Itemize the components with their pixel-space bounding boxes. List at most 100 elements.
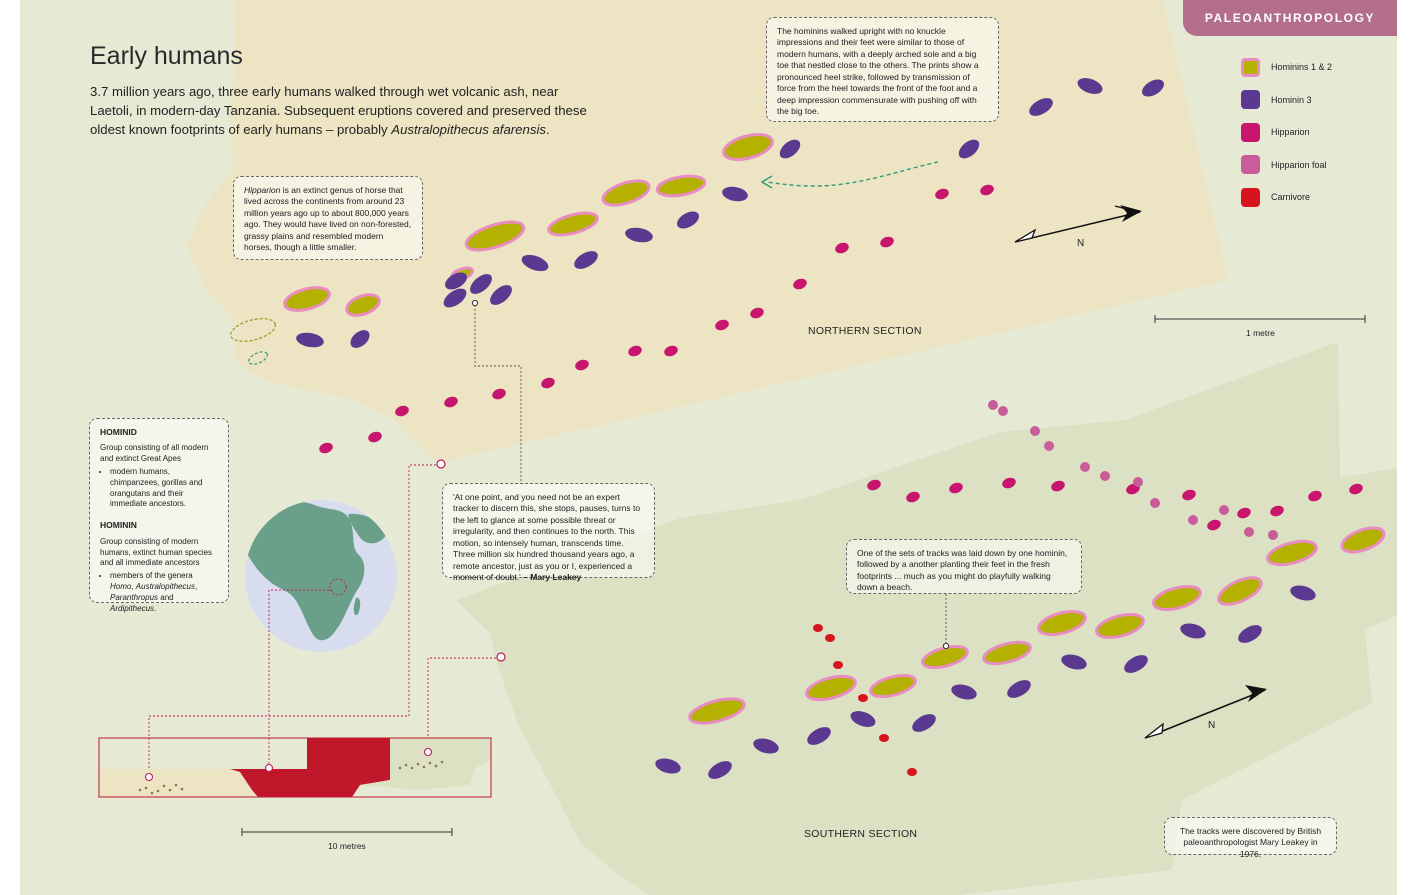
hominin3-print	[1180, 623, 1206, 639]
scale-bar-1m	[1154, 315, 1366, 323]
hipparion-print	[867, 479, 881, 491]
carnivore-print	[907, 768, 917, 776]
intro-text: 3.7 million years ago, three early human…	[90, 84, 587, 137]
hipparion-print	[1308, 490, 1322, 502]
hominin3-print	[470, 274, 492, 294]
definitions-box: HOMINID Group consisting of all modern a…	[89, 418, 229, 613]
hipparion-print	[1349, 483, 1363, 495]
quote-text: 'At one point, and you need not be an ex…	[453, 492, 641, 583]
hominin12-print	[464, 220, 526, 252]
hominin3-print	[445, 272, 467, 290]
legend-swatch	[1241, 122, 1260, 142]
hominin12-print	[1095, 613, 1145, 639]
hominin12-print	[921, 644, 969, 670]
hominin3-print	[655, 758, 681, 774]
hominin12-print	[1152, 585, 1202, 611]
hominin3-print	[350, 330, 370, 348]
hominin-bullet: members of the genera Homo, Australopith…	[110, 571, 218, 614]
scale-label-1m: 1 metre	[1246, 328, 1275, 338]
hipparion-print	[1237, 507, 1251, 519]
excavated-area	[230, 738, 390, 797]
callout-quote: 'At one point, and you need not be an ex…	[442, 483, 655, 582]
hominin12-print	[547, 211, 599, 237]
foal-print	[1030, 426, 1040, 436]
hipparion-print	[628, 345, 642, 357]
hominin3-print	[958, 139, 980, 159]
scale-bar-10m	[241, 828, 453, 836]
legend-swatch	[1241, 155, 1260, 174]
laetoli-location-marker	[329, 578, 347, 596]
hominin3-print	[1029, 98, 1053, 116]
faded-print-outline	[229, 318, 277, 342]
southern-section-slab	[456, 342, 1397, 895]
faded-print-outline	[248, 351, 268, 365]
foal-print	[1044, 441, 1054, 451]
hominin3-print	[1142, 79, 1164, 97]
hominin3-print	[677, 211, 699, 229]
legend-swatch	[1241, 187, 1260, 207]
madagascar-landmass	[353, 597, 361, 616]
hominin3-print	[912, 714, 936, 732]
hominin12-print	[601, 179, 651, 207]
hipparion-print	[1270, 505, 1284, 517]
hominin3-print	[1290, 585, 1316, 601]
callout-hominins: The hominins walked upright with no knuc…	[766, 17, 999, 122]
carnivore-print	[825, 634, 835, 642]
foal-print	[998, 406, 1008, 416]
hipparion-print	[1207, 519, 1221, 531]
legend-item: Carnivore	[1241, 186, 1310, 208]
foal-print	[1100, 471, 1110, 481]
trail-path-arrow	[766, 161, 939, 187]
carnivore-print	[833, 661, 843, 669]
foal-print	[1133, 477, 1143, 487]
north-arrow-northern	[1014, 205, 1142, 243]
hipparion-print	[750, 307, 764, 319]
legend-item: Hipparion	[1241, 121, 1310, 143]
hominid-definition: Group consisting of all modern and extin…	[100, 443, 209, 464]
hominin12-print	[1340, 526, 1386, 554]
africa-landmass	[245, 501, 365, 641]
hominin12-print	[1037, 610, 1087, 636]
north-arrow-southern	[1144, 685, 1267, 739]
hominin3-print	[753, 738, 779, 754]
trail-arrow-head	[760, 175, 773, 189]
callout-discovered: The tracks were discovered by British pa…	[1164, 817, 1337, 859]
hipparion-print	[395, 405, 409, 417]
hipparion-print	[1051, 480, 1065, 492]
hipparion-print	[949, 482, 963, 494]
hominin3-print	[1124, 655, 1148, 673]
north-label: N	[1208, 720, 1216, 731]
hominin12-print	[1266, 539, 1318, 567]
leader-dot	[471, 299, 479, 307]
legend-swatch	[1241, 90, 1260, 109]
hipparion-print	[319, 442, 333, 454]
legend-label: Hominin 3	[1271, 94, 1312, 105]
foal-print	[1244, 527, 1254, 537]
southern-section-label: SOUTHERN SECTION	[804, 828, 918, 840]
legend-label: Hipparion	[1271, 127, 1310, 137]
hipparion-print	[980, 184, 994, 196]
legend-item: Hipparion foal	[1241, 154, 1327, 176]
hipparion-print	[835, 242, 849, 254]
site-overview-map	[98, 737, 492, 798]
hominin3-print	[1061, 654, 1087, 670]
connector-dot	[496, 652, 506, 662]
hominin3-print	[443, 288, 467, 308]
hipparion-print	[1002, 477, 1016, 489]
hominin-title: HOMININ	[100, 520, 137, 531]
hominin12-print	[722, 133, 774, 161]
hipparion-print	[368, 431, 382, 443]
hipparion-print	[444, 396, 458, 408]
hominin12-print	[982, 640, 1032, 666]
hominid-title: HOMINID	[100, 427, 137, 437]
hipparion-print	[575, 359, 589, 371]
intro-species: Australopithecus afarensis	[391, 122, 546, 137]
connector-dot	[436, 459, 446, 469]
globe-illustration	[245, 500, 397, 652]
legend-item: Hominin 3	[1241, 89, 1312, 111]
hominin-definition: Group consisting of modern humans, extin…	[100, 536, 213, 568]
footprints-layer	[283, 78, 1386, 779]
hipparion-print	[880, 236, 894, 248]
callout-hipparion-term: Hipparion	[244, 185, 281, 195]
hominin3-print	[1238, 625, 1262, 643]
